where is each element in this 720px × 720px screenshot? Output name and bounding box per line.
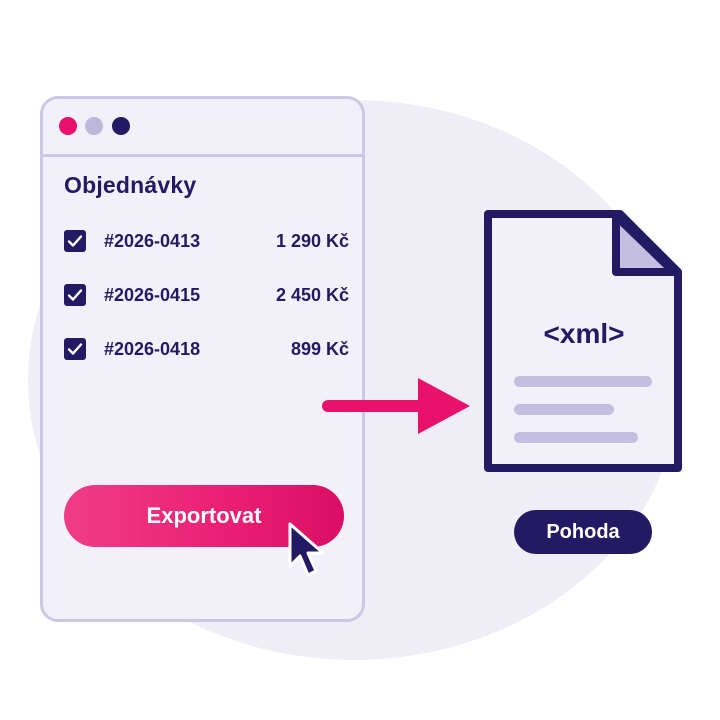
file-icon bbox=[484, 210, 682, 472]
order-row: #2026-0418 899 Kč bbox=[64, 322, 349, 376]
order-id: #2026-0418 bbox=[104, 338, 201, 359]
order-id: #2026-0415 bbox=[104, 284, 201, 305]
order-checkbox[interactable] bbox=[64, 284, 86, 306]
window-dot-minimize[interactable] bbox=[85, 117, 103, 135]
mouse-pointer-icon bbox=[288, 522, 325, 577]
window-dot-maximize[interactable] bbox=[112, 117, 130, 135]
order-row: #2026-0413 1 290 Kč bbox=[64, 214, 349, 268]
order-list: #2026-0413 1 290 Kč #2026-0415 2 450 Kč … bbox=[64, 214, 349, 376]
order-price: 899 Kč bbox=[290, 338, 349, 359]
arrow-right-icon bbox=[322, 378, 470, 434]
order-price: 1 290 Kč bbox=[275, 230, 349, 251]
checkmark-icon bbox=[67, 289, 83, 301]
pohoda-badge: Pohoda bbox=[514, 510, 652, 554]
order-checkbox[interactable] bbox=[64, 338, 86, 360]
window-titlebar bbox=[43, 99, 362, 157]
order-id: #2026-0413 bbox=[104, 230, 201, 251]
checkmark-icon bbox=[67, 343, 83, 355]
order-price: 2 450 Kč bbox=[275, 284, 349, 305]
orders-heading: Objednávky bbox=[64, 172, 197, 198]
orders-window: Objednávky #2026-0413 1 290 Kč #2026-041… bbox=[40, 96, 365, 622]
window-dot-close[interactable] bbox=[59, 117, 77, 135]
order-row: #2026-0415 2 450 Kč bbox=[64, 268, 349, 322]
checkmark-icon bbox=[67, 235, 83, 247]
xml-file-icon: <xml> bbox=[484, 210, 684, 477]
order-checkbox[interactable] bbox=[64, 230, 86, 252]
xml-label: <xml> bbox=[543, 318, 625, 349]
